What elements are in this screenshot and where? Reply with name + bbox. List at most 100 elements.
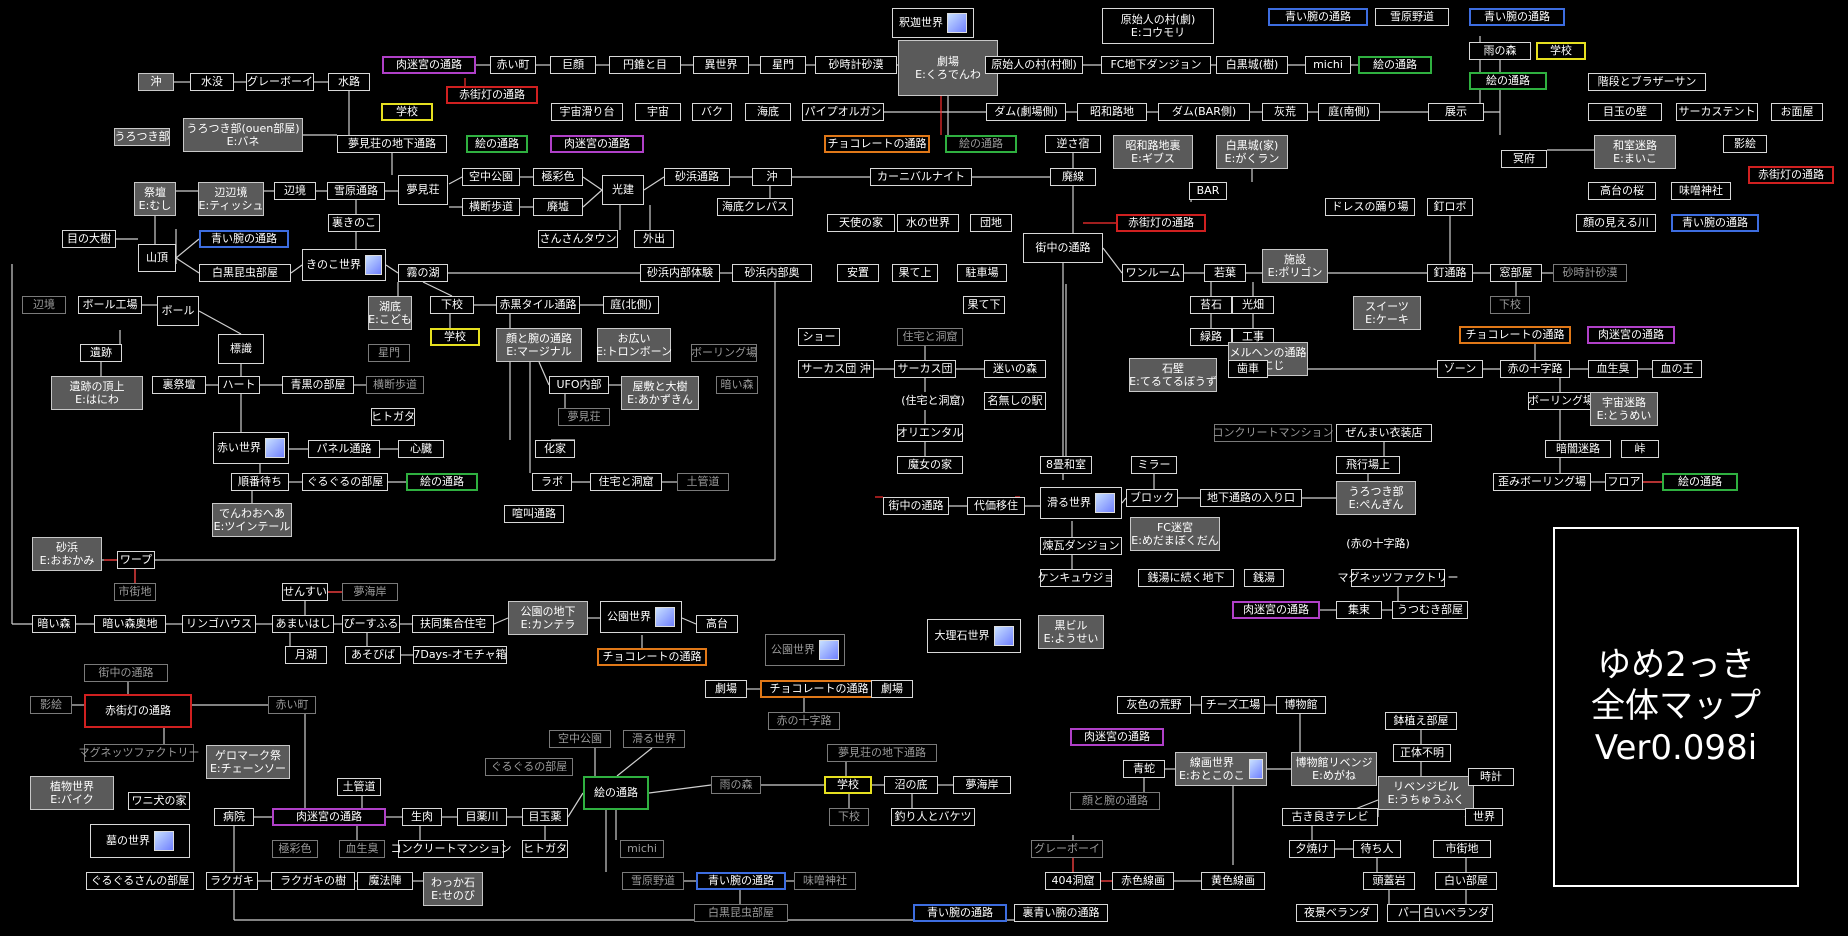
map-node-label: 古き良きテレビ <box>1291 810 1369 824</box>
map-node-label: 水の世界 <box>906 216 950 230</box>
map-node-label: 和室迷路 E:まいこ <box>1613 138 1657 165</box>
map-node-aka-jujiro-dim: 赤の十字路 <box>768 712 840 730</box>
map-node-gray-boy: グレーボーイ <box>246 73 314 91</box>
map-node-guruguru: ぐるぐるの部屋 <box>302 473 388 491</box>
map-node-kazoku: 化家 <box>535 440 575 458</box>
map-node-iseki: 遺跡 <box>80 344 122 362</box>
map-node-label: 湖底 E:こども <box>368 299 412 326</box>
map-node-aohebi: 青蛇 <box>1123 760 1165 778</box>
map-node-dokan2: 土管道 <box>337 778 381 796</box>
map-node-machinaka: 街中の通路 <box>1023 233 1103 263</box>
map-node-label: 巨顔 <box>562 58 584 72</box>
map-node-nikumeikyu-top: 肉迷宮の通路 <box>382 56 476 74</box>
map-node-label: 夢見荘 <box>567 410 601 424</box>
map-node-label: 顔の見える川 <box>1583 216 1649 230</box>
map-node-senro: 銭湯に続く地下 <box>1138 569 1234 587</box>
connector-line <box>493 617 509 625</box>
map-node-label: 赤い町 <box>275 698 309 712</box>
map-node-label: 夢海岸 <box>965 778 999 792</box>
map-node-hakubutsu: 博物館 <box>1276 696 1326 714</box>
map-title-line3: Ver0.098i <box>1594 727 1758 768</box>
map-node-carnival: カーニバルナイト <box>870 168 972 186</box>
map-node-label: 代価移住 <box>974 499 1018 513</box>
map-node-label: 肉迷宮の通路 <box>1598 328 1664 342</box>
map-node-guruguru-low: ぐるぐるさんの部屋 <box>86 872 194 890</box>
map-node-label: 絵の通路 <box>594 786 638 800</box>
map-node-label: 下校 <box>838 810 860 824</box>
map-node-furui-tv: 古き良きテレビ <box>1282 808 1378 826</box>
map-node-ame-no-mori: 雨の森 <box>1469 42 1531 60</box>
map-node-label: 雨の森 <box>719 778 753 792</box>
map-node-aka-jujiro-note: (赤の十字路) <box>1342 535 1414 553</box>
map-node-madobeya: 窓部屋 <box>1490 264 1542 282</box>
map-title-line1: ゆめ2っき <box>1597 644 1755 685</box>
map-node-kuchu-koen: 空中公園 <box>462 168 520 186</box>
map-node-senga: 線画世界 E:おとこのこ <box>1175 752 1267 786</box>
map-node-jun-ban: 順番待ち <box>231 473 289 491</box>
map-node-label: うろつき部 <box>114 130 170 144</box>
map-node-e-no-tsuro-2: 絵の通路 <box>466 135 528 153</box>
map-node-chika-iriguchi: 地下通路の入り口 <box>1200 489 1302 507</box>
map-node-ame-mori-dim: 雨の森 <box>711 776 761 794</box>
map-node-label: 星門 <box>772 58 794 72</box>
map-node-concrete-low: コンクリートマンション <box>391 840 512 858</box>
map-node-label: ラクガキの樹 <box>280 874 346 888</box>
map-node-meifu: 冥府 <box>1501 150 1547 168</box>
map-node-label: チーズ工場 <box>1205 698 1261 712</box>
map-node-label: 影絵 <box>1734 137 1756 151</box>
map-node-zugai: 頭蓋岩 <box>1363 872 1415 890</box>
map-node-kinoko-sekai: きのこ世界 <box>302 249 386 281</box>
connector-line <box>643 176 665 191</box>
map-node-label: 施設 E:ポリゴン <box>1267 252 1323 279</box>
map-node-label: スイーツ E:ケーキ <box>1365 299 1409 326</box>
map-node-label: 公園の地下 E:カンテラ <box>520 604 576 631</box>
map-node-shiraroba: 釘ロボ <box>1427 198 1473 216</box>
map-node-wakaba: 若葉 <box>1204 264 1246 282</box>
map-node-label: 極彩色 <box>278 842 312 856</box>
map-node-iseikai: 異世界 <box>693 56 749 74</box>
map-node-tsukiko: 月湖 <box>285 646 327 664</box>
map-node-circus-dan: サーカス団 <box>894 360 956 378</box>
map-node-label: サーカス団 <box>897 362 953 376</box>
map-node-e-no-tsuro-guru: 絵の通路 <box>406 473 478 491</box>
map-node-label: 祭壇 E:むし <box>138 185 172 212</box>
map-node-asobiba: あそびば <box>345 646 401 664</box>
map-node-label: 赤街灯の通路 <box>459 88 525 102</box>
map-node-showaro: 昭和路地 <box>1077 103 1147 121</box>
map-node-cheese: チーズ工場 <box>1201 696 1265 714</box>
map-node-label: 鉢植え部屋 <box>1393 714 1449 728</box>
map-node-label: 絵の通路 <box>1373 58 1417 72</box>
map-node-shiro-konchu-dim: 白黒昆虫部屋 <box>694 904 788 922</box>
map-node-kohata: 光畑 <box>1232 296 1274 314</box>
map-node-mizu-sekai: 水の世界 <box>897 214 959 232</box>
map-node-akagaito-top: 赤街灯の通路 <box>446 86 538 104</box>
map-node-sunahama: 砂浜 E:おおかみ <box>32 537 102 571</box>
map-node-label: 夢見荘の地下通路 <box>838 746 926 760</box>
map-node-label: 味噌神社 <box>803 874 847 888</box>
map-node-label: ラボ <box>541 475 563 489</box>
map-node-label: 廃墟 <box>547 200 569 214</box>
map-node-kuchi-tsuro: 喧叫通路 <box>504 505 564 523</box>
map-node-label: 冥府 <box>1513 152 1535 166</box>
map-node-shigaichi-dim: 市街地 <box>114 583 156 601</box>
map-node-label: 宇宙 <box>647 105 669 119</box>
map-node-label: 学校 <box>1550 44 1572 58</box>
map-node-label: チョコレートの通路 <box>602 650 702 664</box>
map-node-sweets: スイーツ E:ケーキ <box>1353 296 1421 330</box>
map-node-label: 光建 <box>612 183 634 197</box>
map-node-guruguru-dim: ぐるぐるの部屋 <box>485 758 573 776</box>
map-node-pisufuru: ぴーすふる <box>342 615 400 633</box>
map-node-label: 星門 <box>378 346 400 360</box>
map-node-odan-hodo: 横断歩道 <box>462 198 520 216</box>
map-node-e-no-tsuro-floor: 絵の通路 <box>1662 473 1738 491</box>
world-thumbnail-icon <box>365 255 382 275</box>
map-node-label: ラクガキ <box>210 874 254 888</box>
map-node-label: 肉迷宮の通路 <box>396 58 462 72</box>
map-node-kuruma: 歯車 <box>1228 360 1268 378</box>
map-node-heart: ハート <box>218 376 260 394</box>
map-node-label: ゲロマーク祭 E:チェーンソー <box>209 748 287 775</box>
map-node-kiri-mizuumi: 霧の湖 <box>398 264 448 282</box>
map-node-gokusaishoku: 極彩色 <box>533 168 583 186</box>
map-node-label: あそびば <box>351 648 395 662</box>
map-node-label: グレーボーイ <box>1034 842 1100 856</box>
